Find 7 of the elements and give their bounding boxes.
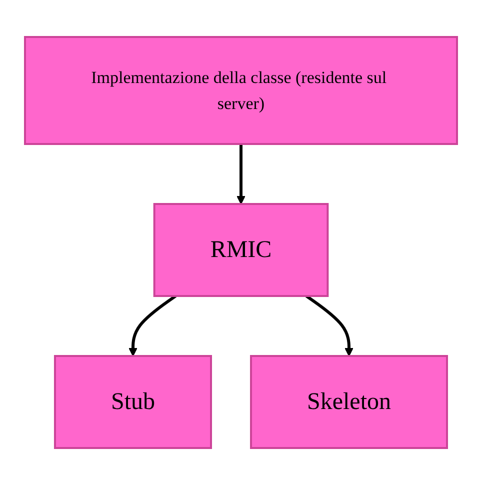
arrow [305,294,353,356]
node-box: RMIC [152,203,328,297]
arrow [128,294,176,356]
node-box: Stub [54,355,212,449]
arrow [236,144,245,204]
node-box: Implementazione della classe (residente sul server) [24,36,458,145]
node-box: Skeleton [250,355,448,449]
